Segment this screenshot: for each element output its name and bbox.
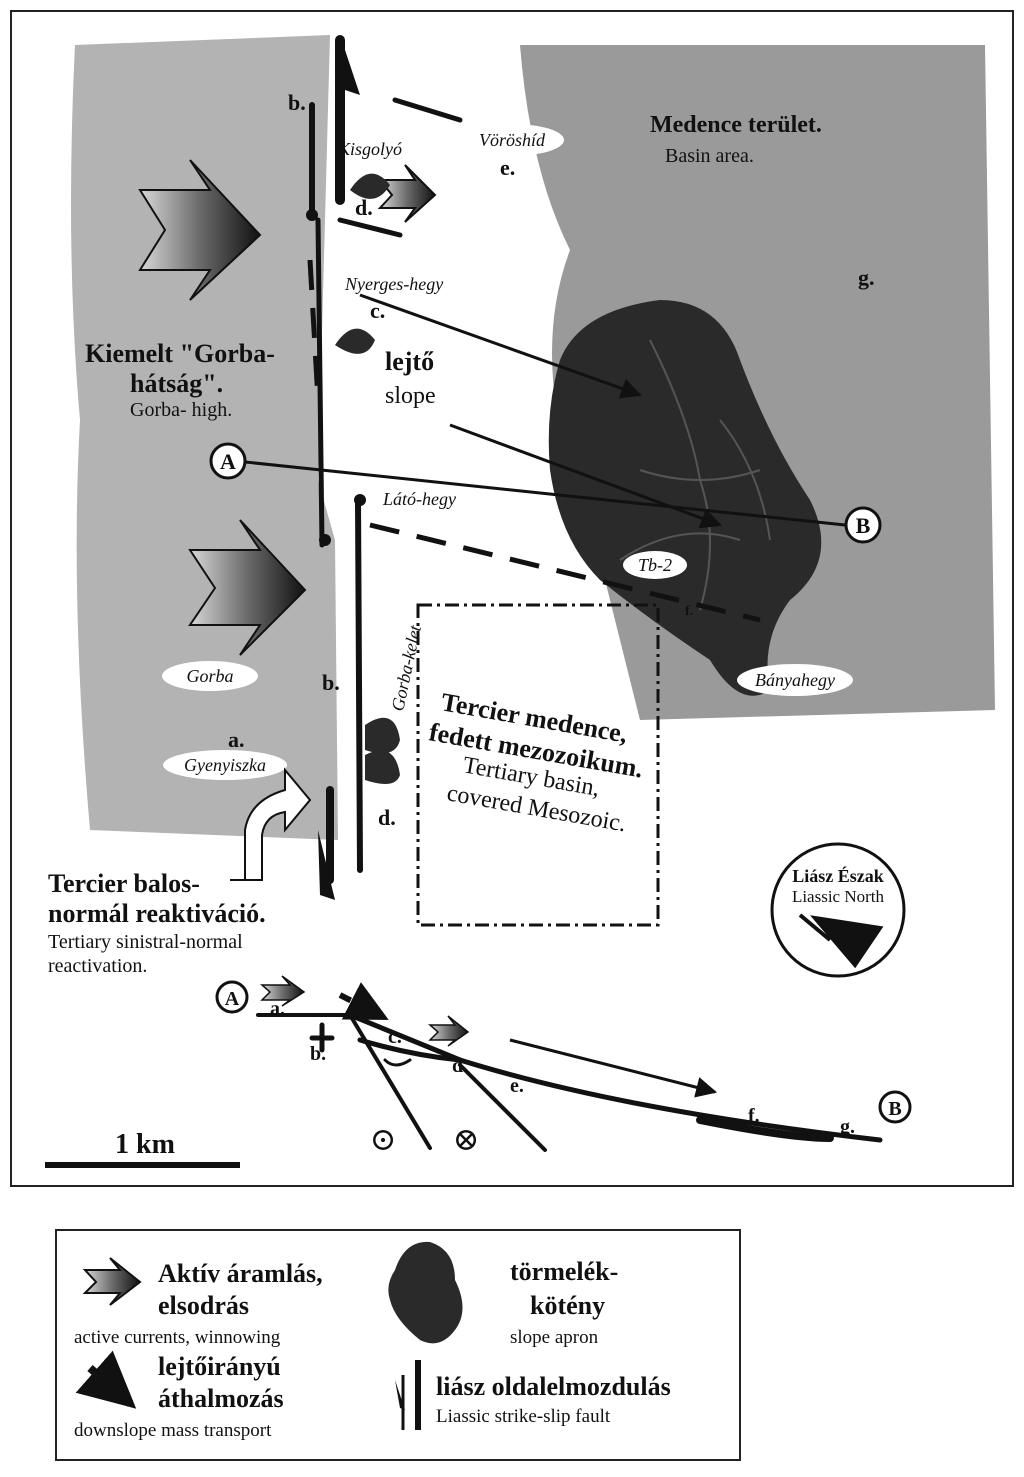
legend-downslope-en: downslope mass transport <box>74 1420 272 1441</box>
section-arrows <box>260 975 718 1098</box>
reactivation-arrow <box>230 767 312 881</box>
basin-title-en: Basin area. <box>665 145 754 167</box>
map-letter-g-1: g. <box>858 265 875 290</box>
strike-slip-faults <box>309 35 463 884</box>
gyenyiszka-oval <box>163 750 287 780</box>
gorba-high-area <box>71 35 338 840</box>
slope-en: slope <box>385 383 436 409</box>
place-kisgolyo: Kisgolyó <box>337 139 402 159</box>
map-letter-b-2: b. <box>322 670 340 695</box>
voroshid-oval <box>460 124 564 156</box>
slope-hu: lejtő <box>385 347 434 376</box>
tertiary-basin-box <box>416 603 660 927</box>
point-b-map <box>844 506 882 544</box>
legend-fault-icon <box>395 1360 421 1430</box>
reactivation-en-1: Tertiary sinistral-normal <box>48 931 243 953</box>
legend-apron-hu-1: törmelék- <box>510 1257 618 1286</box>
tb2-oval <box>623 551 687 579</box>
legend-downslope-hu-1: lejtőirányú <box>158 1352 281 1381</box>
current-arrow-large-1 <box>138 159 262 301</box>
section-letter-f: f. <box>748 1105 760 1127</box>
point-a-map <box>209 442 247 480</box>
legend-apron-hu-2: kötény <box>530 1291 605 1320</box>
apron-internal-channels <box>619 339 771 611</box>
legend-apron-icon <box>388 1241 463 1344</box>
banyahegy-oval <box>737 664 853 696</box>
place-lato: Látó-hegy <box>382 489 456 509</box>
reactivation-en-2: reactivation. <box>48 955 147 977</box>
legend-active-icon <box>82 1257 142 1306</box>
fault-end-dot-2 <box>319 534 331 546</box>
section-letter-e: e. <box>510 1075 524 1097</box>
local-mounds <box>335 173 400 784</box>
place-nyerges: Nyerges-hegy <box>344 274 443 294</box>
section-letter-a: a. <box>270 998 285 1020</box>
point-b-map-label: B <box>856 513 871 538</box>
place-gorba: Gorba <box>186 666 233 686</box>
fault-triangle-south <box>318 830 335 900</box>
north-circle <box>770 842 906 978</box>
point-a-section <box>215 980 249 1014</box>
north-en: Liassic North <box>792 887 885 906</box>
legend-apron-en: slope apron <box>510 1327 599 1348</box>
place-tb2: Tb-2 <box>638 555 672 575</box>
section-profile <box>256 1012 883 1152</box>
map-letter-f-1: f. <box>685 604 693 619</box>
fault-end-dot-3 <box>354 494 366 506</box>
legend-fault-en: Liassic strike-slip fault <box>436 1406 611 1427</box>
legend-active-hu-1: Aktív áramlás, <box>158 1259 323 1288</box>
section-letter-d: d. <box>452 1055 468 1077</box>
place-gyenyiszka: Gyenyiszka <box>184 755 266 775</box>
map-letter-e-1: e. <box>500 155 515 180</box>
place-voroshid: Vöröshíd <box>479 130 546 150</box>
legend-active-hu-2: elsodrás <box>158 1291 249 1320</box>
legend-downslope-hu-2: áthalmozás <box>158 1384 284 1413</box>
into-page-symbol: ⊗ <box>453 1121 480 1157</box>
place-banyahegy: Bányahegy <box>755 670 835 690</box>
map-letter-b-1: b. <box>288 90 306 115</box>
high-title-hu-1: Kiemelt "Gorba- <box>85 339 275 368</box>
dashed-faults <box>307 259 761 623</box>
point-b-section <box>878 1090 912 1124</box>
downslope-arrows <box>359 293 722 529</box>
legend-downslope-icon <box>75 1350 137 1409</box>
current-arrow-large-2 <box>188 519 307 656</box>
current-arrow-small <box>377 164 437 223</box>
north-hu: Liász Észak <box>792 865 884 886</box>
slope-apron <box>548 300 822 696</box>
high-title-hu-2: hátság". <box>130 369 223 398</box>
map-letter-a-1: a. <box>228 727 245 752</box>
gorba-oval <box>162 661 258 691</box>
section-letter-c: c. <box>388 1026 402 1048</box>
reactivation-hu-2: normál reaktiváció. <box>48 899 266 928</box>
fault-end-dot <box>306 209 318 221</box>
legend-fault-hu: liász oldalelmozdulás <box>436 1372 671 1401</box>
high-title-en: Gorba- high. <box>130 399 232 421</box>
section-letter-g: g. <box>840 1116 855 1138</box>
map-letter-c-1: c. <box>370 298 385 323</box>
scale-label: 1 km <box>115 1129 175 1160</box>
section-line-map <box>244 460 846 527</box>
section-letter-b: b. <box>310 1043 326 1065</box>
point-b-section-label: B <box>888 1098 901 1120</box>
point-a-section-label: A <box>225 988 240 1010</box>
out-of-page-symbol: ⊙ <box>370 1121 397 1157</box>
legend-active-en: active currents, winnowing <box>74 1327 281 1348</box>
north-arrow <box>798 913 884 969</box>
map-letter-d-1: d. <box>355 195 373 220</box>
basin-title-hu: Medence terület. <box>650 112 822 138</box>
fault-triangle-north <box>340 35 360 95</box>
point-a-map-label: A <box>220 449 236 474</box>
reactivation-hu-1: Tercier balos- <box>48 869 200 898</box>
map-letter-d-2: d. <box>378 805 396 830</box>
